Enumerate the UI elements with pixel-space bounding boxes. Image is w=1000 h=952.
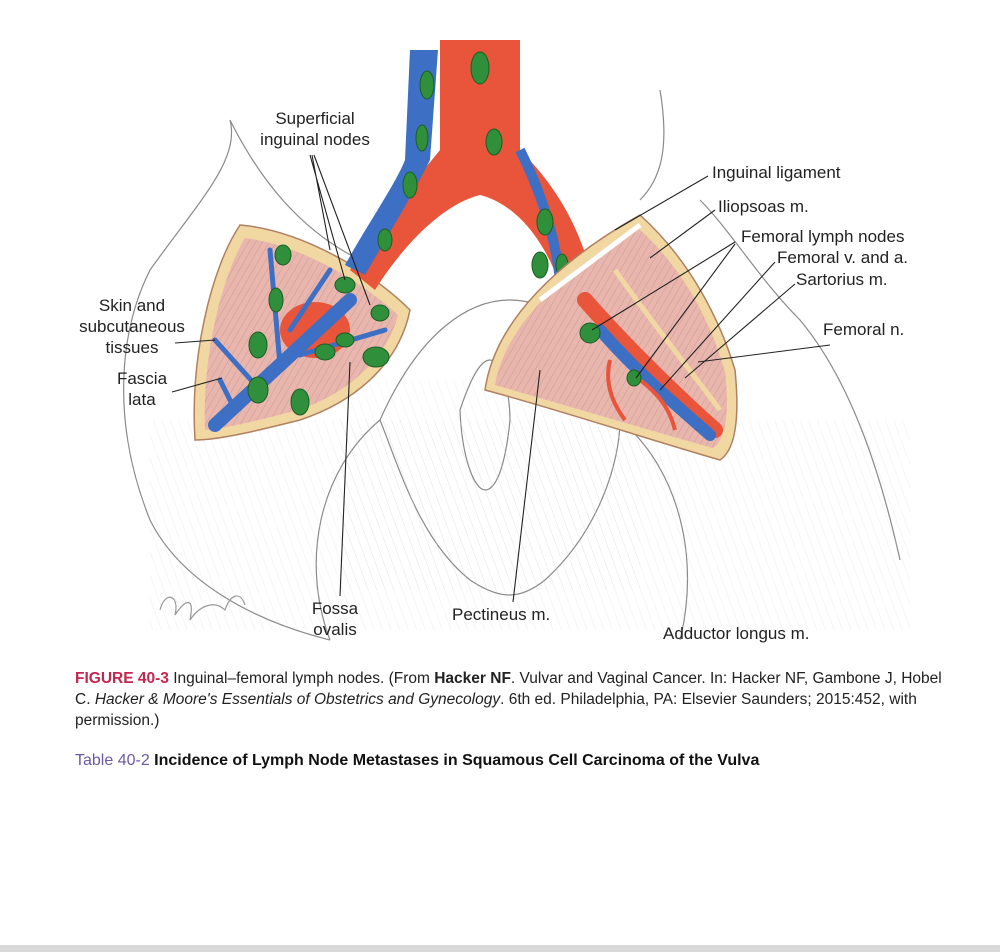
label-line: Fossa [311, 599, 359, 618]
anatomical-illustration: Superficial inguinal nodes Skin and subc… [62, 40, 910, 643]
label-femoral-n: Femoral n. [823, 320, 905, 339]
label-line: tissues [105, 338, 159, 357]
table-title-text: Incidence of Lymph Node Metastases in Sq… [149, 752, 760, 769]
label-fascia-lata: Fascia lata [92, 368, 192, 410]
label-line: inguinal nodes [260, 130, 370, 149]
label-femoral-lymph-nodes: Femoral lymph nodes [741, 227, 905, 246]
label-fossa-ovalis: Fossa ovalis [290, 598, 380, 640]
label-line: lata [128, 390, 156, 409]
great-vessels [345, 40, 600, 320]
label-sartorius: Sartorius m. [796, 270, 888, 289]
label-iliopsoas: Iliopsoas m. [718, 197, 809, 216]
label-line: subcutaneous [79, 317, 185, 336]
label-skin-subcutaneous: Skin and subcutaneous tissues [62, 295, 202, 358]
caption-text-3: . 6th ed. Philadelphia, PA: Elsevier Sau… [75, 691, 917, 729]
figure-caption: FIGURE 40-3 Inguinal–femoral lymph nodes… [75, 668, 955, 731]
label-inguinal-ligament: Inguinal ligament [712, 163, 841, 182]
bottom-scroll-bar [0, 945, 1000, 952]
table-number: Table 40-2 [75, 752, 150, 769]
figure-number: FIGURE 40-3 [75, 670, 169, 687]
illustration-svg [123, 40, 910, 641]
label-line: Fascia [116, 369, 168, 388]
label-pectineus: Pectineus m. [452, 605, 551, 624]
label-femoral-v-a: Femoral v. and a. [777, 248, 909, 267]
label-superficial-inguinal-nodes: Superficial inguinal nodes [245, 108, 385, 150]
label-line: Superficial [275, 109, 355, 128]
leader-lines [171, 154, 831, 603]
caption-book-title: Hacker & Moore's Essentials of Obstetric… [94, 691, 501, 708]
label-line: Skin and [98, 296, 166, 315]
caption-text-1: Inguinal–femoral lymph nodes. (From [168, 670, 435, 687]
artist-signature [159, 595, 246, 621]
label-line: ovalis [313, 620, 357, 639]
caption-text-2: . Vulvar and Vaginal Cancer. In: Hacker … [75, 670, 942, 708]
table-heading: Table 40-2 Incidence of Lymph Node Metas… [75, 750, 759, 771]
caption-author: Hacker NF [434, 670, 511, 687]
label-adductor-longus: Adductor longus m. [663, 624, 810, 643]
